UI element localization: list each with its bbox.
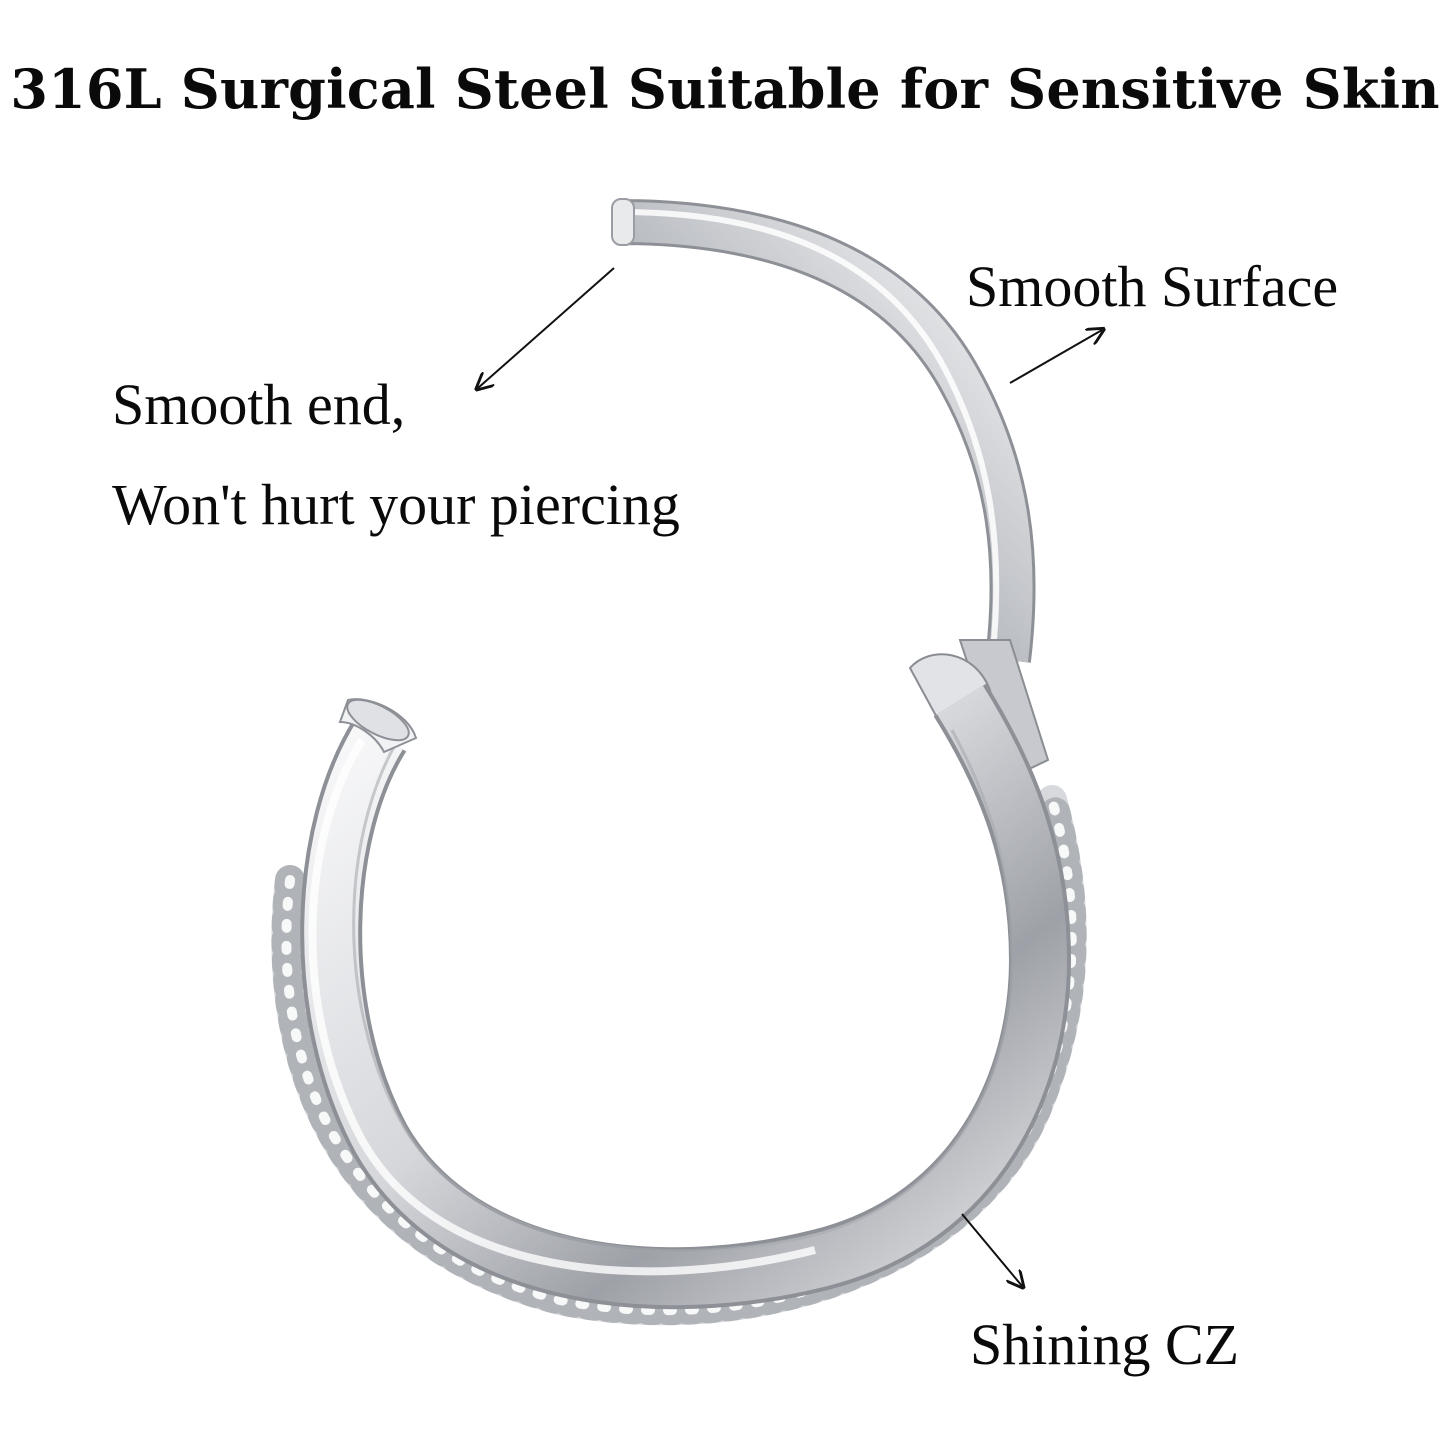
callout-arrow-cz [961,1213,1022,1286]
main-ring [271,683,1087,1326]
label-smooth-surface: Smooth Surface [966,254,1339,319]
label-shining-cz: Shining CZ [970,1312,1240,1377]
label-smooth-end: Smooth end, [112,372,406,437]
upper-arc-end [611,198,635,246]
label-wont-hurt: Won't hurt your piercing [112,472,680,537]
page-title: 316L Surgical Steel Suitable for Sensiti… [10,57,1440,121]
upper-arc [611,198,1036,663]
callout-arrow-surface [1009,330,1102,384]
callout-arrow-end [478,267,615,388]
